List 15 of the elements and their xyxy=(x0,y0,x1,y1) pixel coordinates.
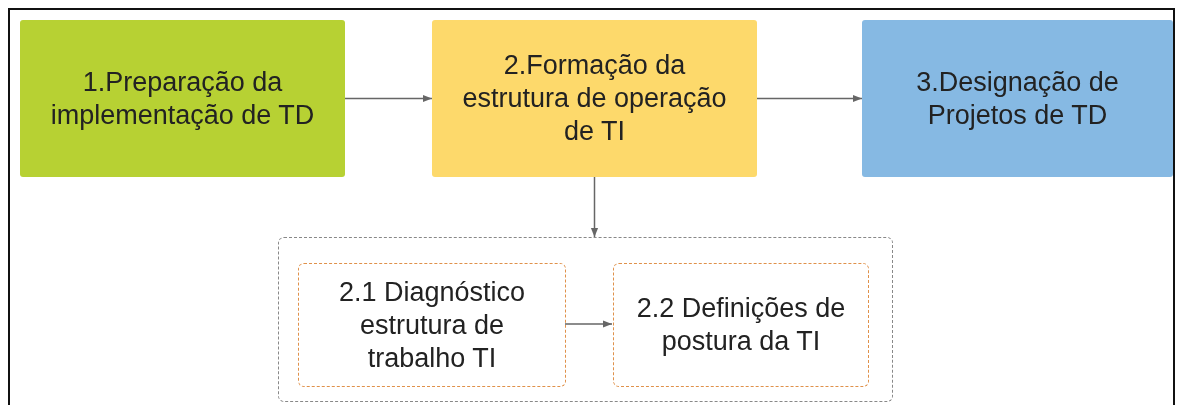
arrow xyxy=(756,94,863,103)
node-label: 3.Designação de Projetos de TD xyxy=(915,65,1120,132)
node-label: 2.Formação da estrutura de operação de TI xyxy=(461,49,728,148)
node-label: 2.2 Definições de postura da TI xyxy=(635,292,847,358)
sub-process-box xyxy=(613,263,869,387)
group-container xyxy=(278,237,893,402)
process-box xyxy=(862,20,1173,177)
arrow xyxy=(344,94,433,103)
arrow xyxy=(590,176,599,238)
process-box xyxy=(432,20,757,177)
process-box xyxy=(20,20,345,177)
sub-process-box xyxy=(298,263,566,387)
node-label: 2.1 Diagnóstico estrutura de trabalho TI xyxy=(337,275,527,375)
arrow xyxy=(564,320,613,328)
node-label: 1.Preparação da implementação de TD xyxy=(49,65,316,132)
